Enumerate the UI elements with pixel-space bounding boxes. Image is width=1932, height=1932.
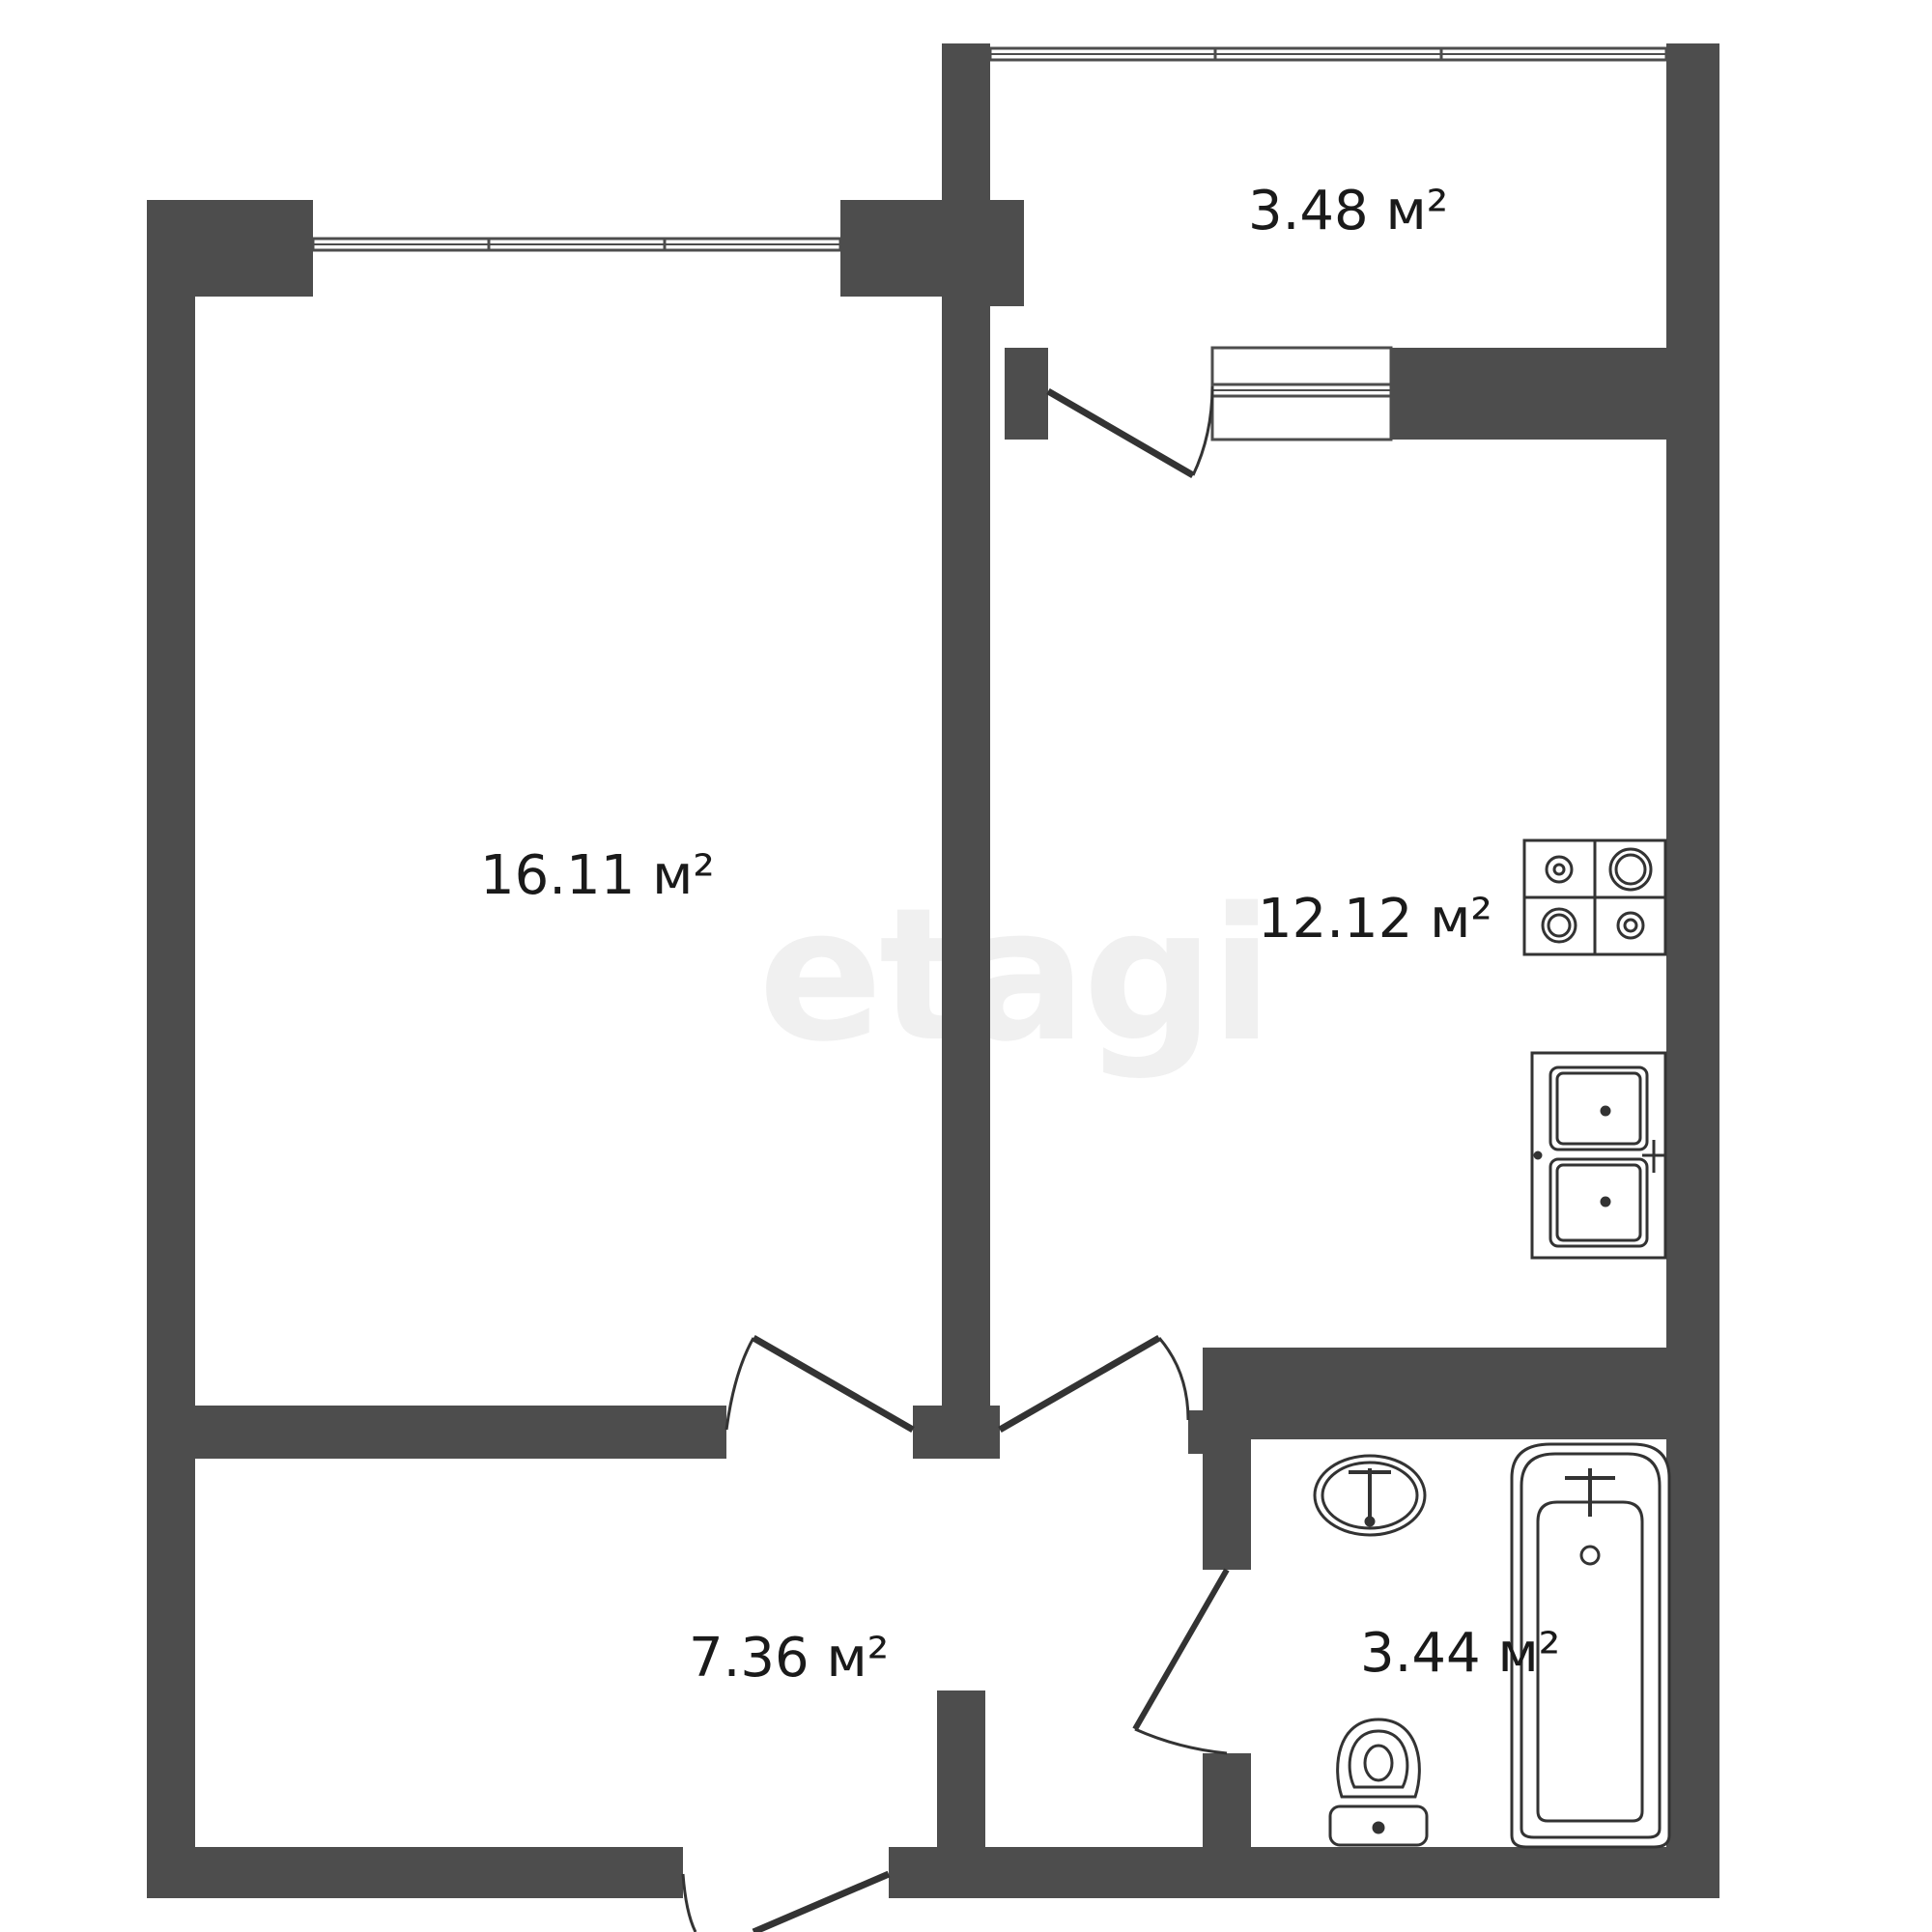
bathtub-icon	[1510, 1442, 1671, 1849]
wall-kitchen-bottom	[1203, 1348, 1671, 1439]
wall-middle-jamb	[1005, 348, 1048, 440]
window-icon	[311, 46, 1668, 441]
washbasin-icon	[1313, 1454, 1427, 1537]
toilet-icon	[1328, 1718, 1429, 1847]
wall-top-left-a	[147, 200, 313, 297]
wall-balcony-right	[1666, 43, 1719, 1898]
wall-outer-left	[147, 200, 195, 1890]
door-swing-icon	[681, 385, 1230, 1932]
room-area-living-room: 16.11 м²	[480, 844, 715, 907]
wall-top-left-b	[840, 200, 947, 297]
kitchen-sink-icon	[1530, 1051, 1667, 1260]
wall-living-bottom	[147, 1406, 726, 1459]
wall-kitchen-top-right	[1391, 348, 1671, 440]
wall-balcony-top-left	[942, 43, 990, 203]
walls	[147, 43, 1719, 1898]
room-area-hallway: 7.36 м²	[689, 1627, 889, 1690]
wall-bottom-left	[147, 1847, 683, 1898]
room-area-kitchen: 12.12 м²	[1258, 888, 1492, 951]
stove-icon	[1522, 838, 1667, 956]
wall-bathroom-left-a	[1203, 1410, 1251, 1570]
wall-door-post	[913, 1406, 1000, 1459]
watermark-logo: etagi	[758, 868, 1269, 1082]
wall-middle-stub	[942, 200, 1024, 306]
room-area-bathroom: 3.44 м²	[1360, 1622, 1560, 1685]
wall-bottom-right	[889, 1847, 1719, 1898]
room-area-balcony: 3.48 м²	[1248, 180, 1448, 242]
